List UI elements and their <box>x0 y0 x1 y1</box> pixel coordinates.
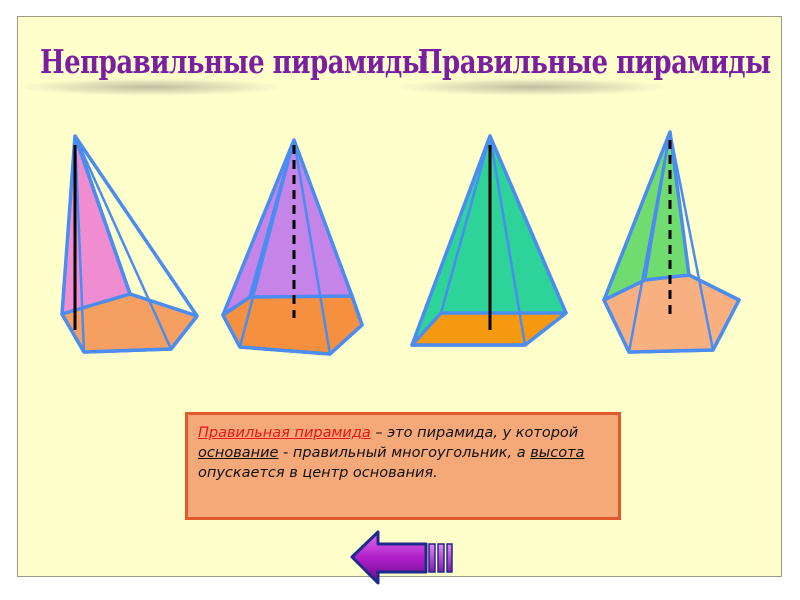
definition-box: Правильная пирамида – это пирамида, у ко… <box>185 412 621 520</box>
heading-irregular-pyramids: Неправильные пирамиды <box>40 44 428 82</box>
back-arrow-button[interactable] <box>350 530 455 586</box>
definition-height-word: высота <box>530 445 585 461</box>
regular-pyramid-teal <box>410 134 568 347</box>
irregular-pyramid-purple <box>221 138 364 356</box>
heading-shadow-irregular <box>16 78 286 96</box>
heading-shadow-regular <box>392 78 672 96</box>
left-arrow-icon <box>350 530 453 585</box>
regular-pyramid-green <box>602 130 741 354</box>
definition-text-1: – это пирамида, у которой <box>370 425 579 441</box>
definition-base-word: основание <box>198 445 279 461</box>
definition-text-3: опускается в центр основания. <box>198 465 438 481</box>
definition-text-2: - правильный многоугольник, а <box>278 445 531 461</box>
irregular-pyramid-pink <box>60 134 199 354</box>
heading-regular-pyramids: Правильные пирамиды <box>418 44 771 82</box>
definition-term: Правильная пирамида <box>198 425 371 441</box>
